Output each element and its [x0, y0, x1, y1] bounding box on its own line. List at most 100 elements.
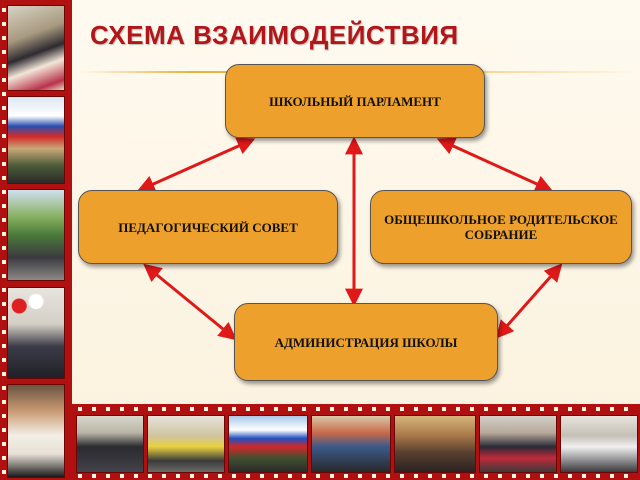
film-perforation [120, 407, 124, 411]
film-perforation [190, 474, 194, 478]
film-perforation [176, 407, 180, 411]
film-perforation [176, 474, 180, 478]
film-perforation [204, 407, 208, 411]
film-perforation [2, 274, 6, 278]
film-perforation [2, 302, 6, 306]
boy-portrait-photo [7, 384, 65, 478]
film-perforation [596, 407, 600, 411]
film-perforation [330, 407, 334, 411]
film-perforation [2, 428, 6, 432]
film-perforation [148, 474, 152, 478]
film-perforation [232, 407, 236, 411]
film-perforation [2, 64, 6, 68]
film-perforation [610, 407, 614, 411]
film-perforation [274, 474, 278, 478]
film-perforation [2, 442, 6, 446]
film-perforation [414, 407, 418, 411]
school-yard-photo [7, 189, 65, 281]
film-perforation [190, 407, 194, 411]
film-perforation [302, 474, 306, 478]
film-perforation [568, 407, 572, 411]
film-perforation [2, 400, 6, 404]
film-perforation [400, 407, 404, 411]
film-perforation [540, 474, 544, 478]
film-perforation [2, 50, 6, 54]
film-perforation [2, 78, 6, 82]
film-perforation [134, 407, 138, 411]
film-perforation [2, 148, 6, 152]
film-perforation [162, 407, 166, 411]
film-perforation [470, 407, 474, 411]
film-perforation [302, 407, 306, 411]
film-perforation [582, 407, 586, 411]
film-perforation [2, 134, 6, 138]
teachers-photo [76, 415, 144, 473]
film-perforation [106, 407, 110, 411]
film-perforation [554, 474, 558, 478]
film-perforation [330, 474, 334, 478]
film-perforation [540, 407, 544, 411]
left-photo-filmstrip [0, 0, 72, 480]
film-perforation [2, 22, 6, 26]
film-perforation [2, 190, 6, 194]
film-perforation [2, 120, 6, 124]
film-perforation [372, 474, 376, 478]
film-perforation [526, 474, 530, 478]
film-perforation [2, 316, 6, 320]
film-perforation [274, 407, 278, 411]
film-perforation [2, 246, 6, 250]
film-perforation [260, 407, 264, 411]
film-perforation [288, 407, 292, 411]
film-perforation [358, 407, 362, 411]
film-perforation [2, 92, 6, 96]
film-perforation [246, 474, 250, 478]
film-perforation [442, 474, 446, 478]
film-perforation [624, 407, 628, 411]
film-perforation [484, 407, 488, 411]
film-perforation [232, 474, 236, 478]
film-perforation [2, 8, 6, 12]
film-perforation [344, 474, 348, 478]
assembly-photo [311, 415, 391, 473]
film-perforation [568, 474, 572, 478]
film-perforation [386, 407, 390, 411]
film-perforation [78, 474, 82, 478]
film-perforation [344, 407, 348, 411]
students-photo [7, 5, 65, 91]
film-perforation [134, 474, 138, 478]
film-perforation [358, 474, 362, 478]
film-perforation [372, 407, 376, 411]
film-perforation [316, 407, 320, 411]
film-perforation [162, 474, 166, 478]
film-perforation [512, 407, 516, 411]
film-perforation [596, 474, 600, 478]
node-school-administration: АДМИНИСТРАЦИЯ ШКОЛЫ [234, 303, 498, 381]
film-perforation [624, 474, 628, 478]
film-perforation [498, 407, 502, 411]
film-perforation [246, 407, 250, 411]
film-perforation [2, 106, 6, 110]
film-perforation [582, 474, 586, 478]
node-pedagogical-council: ПЕДАГОГИЧЕСКИЙ СОВЕТ [78, 190, 338, 264]
film-perforation [78, 407, 82, 411]
film-perforation [400, 474, 404, 478]
film-perforation [414, 474, 418, 478]
film-perforation [2, 218, 6, 222]
film-perforation [204, 474, 208, 478]
film-perforation [2, 162, 6, 166]
film-perforation [92, 407, 96, 411]
film-perforation [512, 474, 516, 478]
film-perforation [456, 474, 460, 478]
film-perforation [2, 288, 6, 292]
bottom-photo-filmstrip [72, 404, 640, 480]
film-perforation [610, 474, 614, 478]
film-perforation [2, 204, 6, 208]
film-perforation [2, 260, 6, 264]
film-perforation [316, 474, 320, 478]
film-perforation [2, 456, 6, 460]
meeting-photo [479, 415, 557, 473]
film-perforation [442, 407, 446, 411]
hall-audience-photo [394, 415, 476, 473]
film-perforation [2, 470, 6, 474]
film-perforation [456, 407, 460, 411]
